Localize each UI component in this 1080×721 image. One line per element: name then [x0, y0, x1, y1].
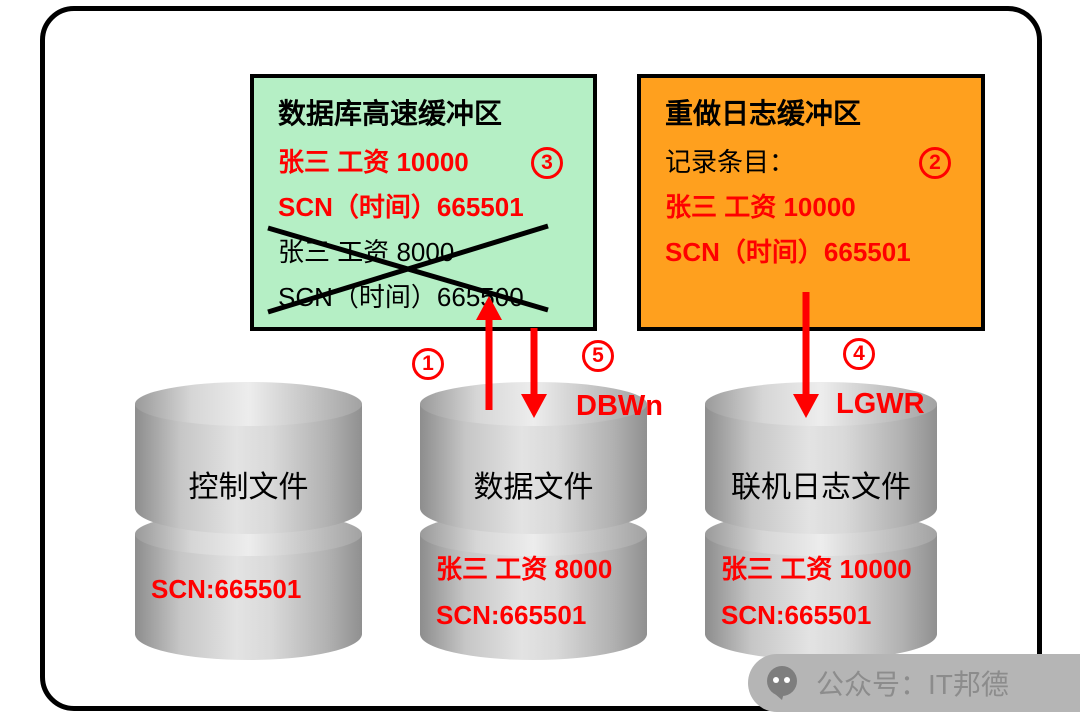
- watermark-bar: 公众号：IT邦德: [748, 654, 1080, 712]
- online-log-file-cylinder: 联机日志文件: [705, 382, 937, 534]
- redo-log-line-1: 张三 工资 10000: [665, 192, 856, 222]
- outer-border: [40, 6, 1042, 711]
- buffer-cache-line-4: SCN（时间）665500: [278, 282, 524, 312]
- redo-log-line-2: SCN（时间）665501: [665, 237, 911, 267]
- redo-log-buffer-title: 重做日志缓冲区: [665, 98, 862, 129]
- control-file-label: 控制文件: [188, 471, 309, 504]
- buffer-cache-line-1: 张三 工资 10000: [278, 147, 469, 177]
- online-log-content-cylinder: 张三 工资 10000 SCN:665501: [705, 512, 937, 660]
- circled-number-1: 1: [412, 348, 444, 380]
- cylinder-top-ellipse: [135, 382, 362, 426]
- online-log-file-label: 联机日志文件: [731, 471, 911, 504]
- redo-log-buffer-box: 重做日志缓冲区 记录条目： 2 张三 工资 10000 SCN（时间）66550…: [637, 74, 985, 331]
- buffer-cache-line-2: SCN（时间）665501: [278, 192, 524, 222]
- online-log-row-value: 张三 工资 10000: [721, 554, 912, 584]
- control-file-scn-cylinder: SCN:665501: [135, 512, 362, 660]
- lgwr-process-label: LGWR: [836, 388, 925, 420]
- redo-log-subtitle-row: 记录条目： 2: [665, 140, 961, 185]
- watermark-text: 公众号：IT邦德: [816, 669, 1009, 700]
- control-file-scn-value: SCN:665501: [151, 574, 302, 604]
- data-file-content-cylinder: 张三 工资 8000 SCN:665501: [420, 512, 647, 660]
- data-file-scn-value: SCN:665501: [436, 600, 587, 630]
- circled-number-5: 5: [582, 340, 614, 372]
- circled-number-2: 2: [919, 146, 951, 179]
- redo-log-subtitle: 记录条目：: [665, 147, 796, 177]
- online-log-scn-value: SCN:665501: [721, 600, 872, 630]
- data-file-row-value: 张三 工资 8000: [436, 554, 613, 584]
- buffer-cache-line-3: 张三 工资 8000: [278, 237, 455, 267]
- circled-number-3: 3: [531, 146, 563, 179]
- buffer-cache-box: 数据库高速缓冲区 张三 工资 10000 3 SCN（时间）665501 张三 …: [250, 74, 597, 331]
- circled-number-4: 4: [843, 338, 875, 370]
- control-file-cylinder: 控制文件: [135, 382, 362, 534]
- cylinder-top-ellipse: [705, 382, 937, 426]
- buffer-cache-row-1: 张三 工资 10000 3: [278, 140, 573, 185]
- dbwn-process-label: DBWn: [576, 390, 663, 422]
- data-file-label: 数据文件: [473, 471, 594, 504]
- buffer-cache-title: 数据库高速缓冲区: [278, 98, 503, 129]
- chat-face-icon: [767, 666, 797, 700]
